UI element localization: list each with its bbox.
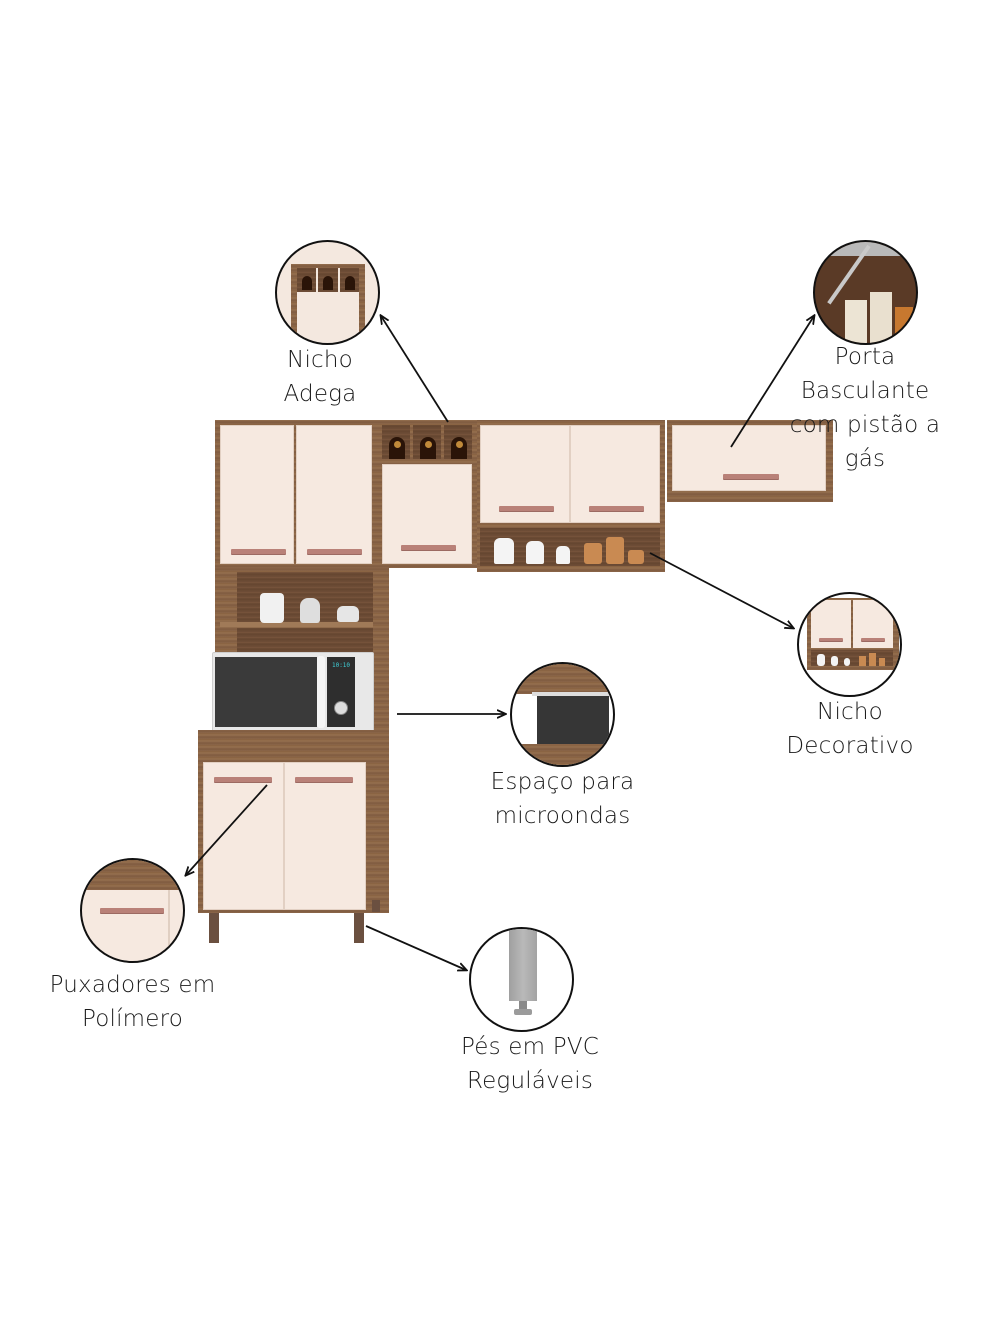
microwave: 10:10 [212, 652, 374, 732]
cabinet-leg [372, 900, 380, 912]
jar-icon [337, 606, 359, 622]
detail-circle-espaco-microondas [510, 662, 615, 767]
wine-rack-cabinet [377, 420, 477, 568]
microwave-window [215, 657, 317, 727]
cabinet-door [480, 425, 570, 523]
cabinet-leg [209, 913, 219, 943]
door-handle [723, 474, 779, 479]
detail-circle-pes-pvc [469, 927, 574, 1032]
microwave-knob-icon [334, 701, 348, 715]
door-handle [499, 506, 554, 511]
cabinet-door [296, 425, 372, 564]
callout-label-nicho-adega: Nicho Adega [283, 347, 357, 407]
door-handle [231, 549, 286, 554]
canister-icon [584, 543, 602, 564]
cabinet-door [203, 762, 284, 910]
wine-bottle-icon [302, 276, 312, 290]
shelf-board [220, 622, 373, 627]
callout-label-espaco-microondas: Espaço para microondas [490, 769, 635, 829]
cabinet-door [284, 762, 366, 910]
jar-icon [260, 593, 284, 623]
jar-icon [556, 546, 570, 564]
shelf-back [237, 628, 373, 652]
jar-icon [526, 541, 544, 564]
cabinet-door [382, 464, 472, 564]
wine-slot [382, 425, 410, 459]
detail-circle-nicho-decorativo [797, 592, 902, 697]
wine-bottle-icon [389, 437, 405, 459]
door-handle [307, 549, 362, 554]
arrow-nicho-adega [381, 316, 449, 423]
canister-icon [628, 550, 644, 564]
cabinet-door [570, 425, 660, 523]
wine-bottle-icon [323, 276, 334, 290]
decorative-niche [480, 528, 660, 566]
jar-icon [300, 598, 320, 623]
callout-label-puxadores: Puxadores em Polímero [49, 972, 216, 1032]
wine-slot [444, 425, 472, 459]
microwave-display: 10:10 [331, 662, 351, 669]
arrow-puxadores [186, 784, 268, 875]
upper-right-cabinet [477, 420, 665, 572]
detail-circle-puxadores [80, 858, 185, 963]
arrow-porta-basculante [730, 316, 814, 448]
adjustable-foot-icon [509, 929, 537, 1001]
cabinet-door [220, 425, 294, 564]
cabinet-leg [354, 913, 364, 943]
arrow-nicho-decorativo [649, 552, 793, 628]
door-handle [100, 908, 164, 913]
arrow-pes-pvc [365, 925, 466, 970]
door-handle [214, 777, 272, 782]
microwave-door-handle [317, 656, 325, 728]
jar-icon [494, 538, 514, 564]
detail-circle-porta-basculante [813, 240, 918, 345]
callout-label-porta-basculante: Porta Basculante com pistão a gás [789, 344, 941, 472]
door-handle [401, 545, 456, 550]
base-cabinet [198, 730, 376, 913]
door-handle [589, 506, 644, 511]
wine-niche [382, 425, 472, 459]
flip-up-door [672, 425, 826, 491]
detail-circle-nicho-adega [275, 240, 380, 345]
wine-bottle-icon [344, 276, 355, 290]
wine-bottle-icon [420, 437, 436, 459]
upper-left-cabinet [215, 420, 377, 568]
callout-label-pes-pvc: Pés em PVC Reguláveis [460, 1034, 600, 1094]
wine-slot [413, 425, 441, 459]
door-handle [295, 777, 353, 782]
wine-bottle-icon [451, 437, 467, 459]
microwave-control-panel: 10:10 [327, 657, 355, 727]
flip-up-cabinet [667, 420, 833, 502]
callout-label-nicho-decorativo: Nicho Decorativo [786, 699, 914, 759]
canister-icon [606, 537, 624, 564]
